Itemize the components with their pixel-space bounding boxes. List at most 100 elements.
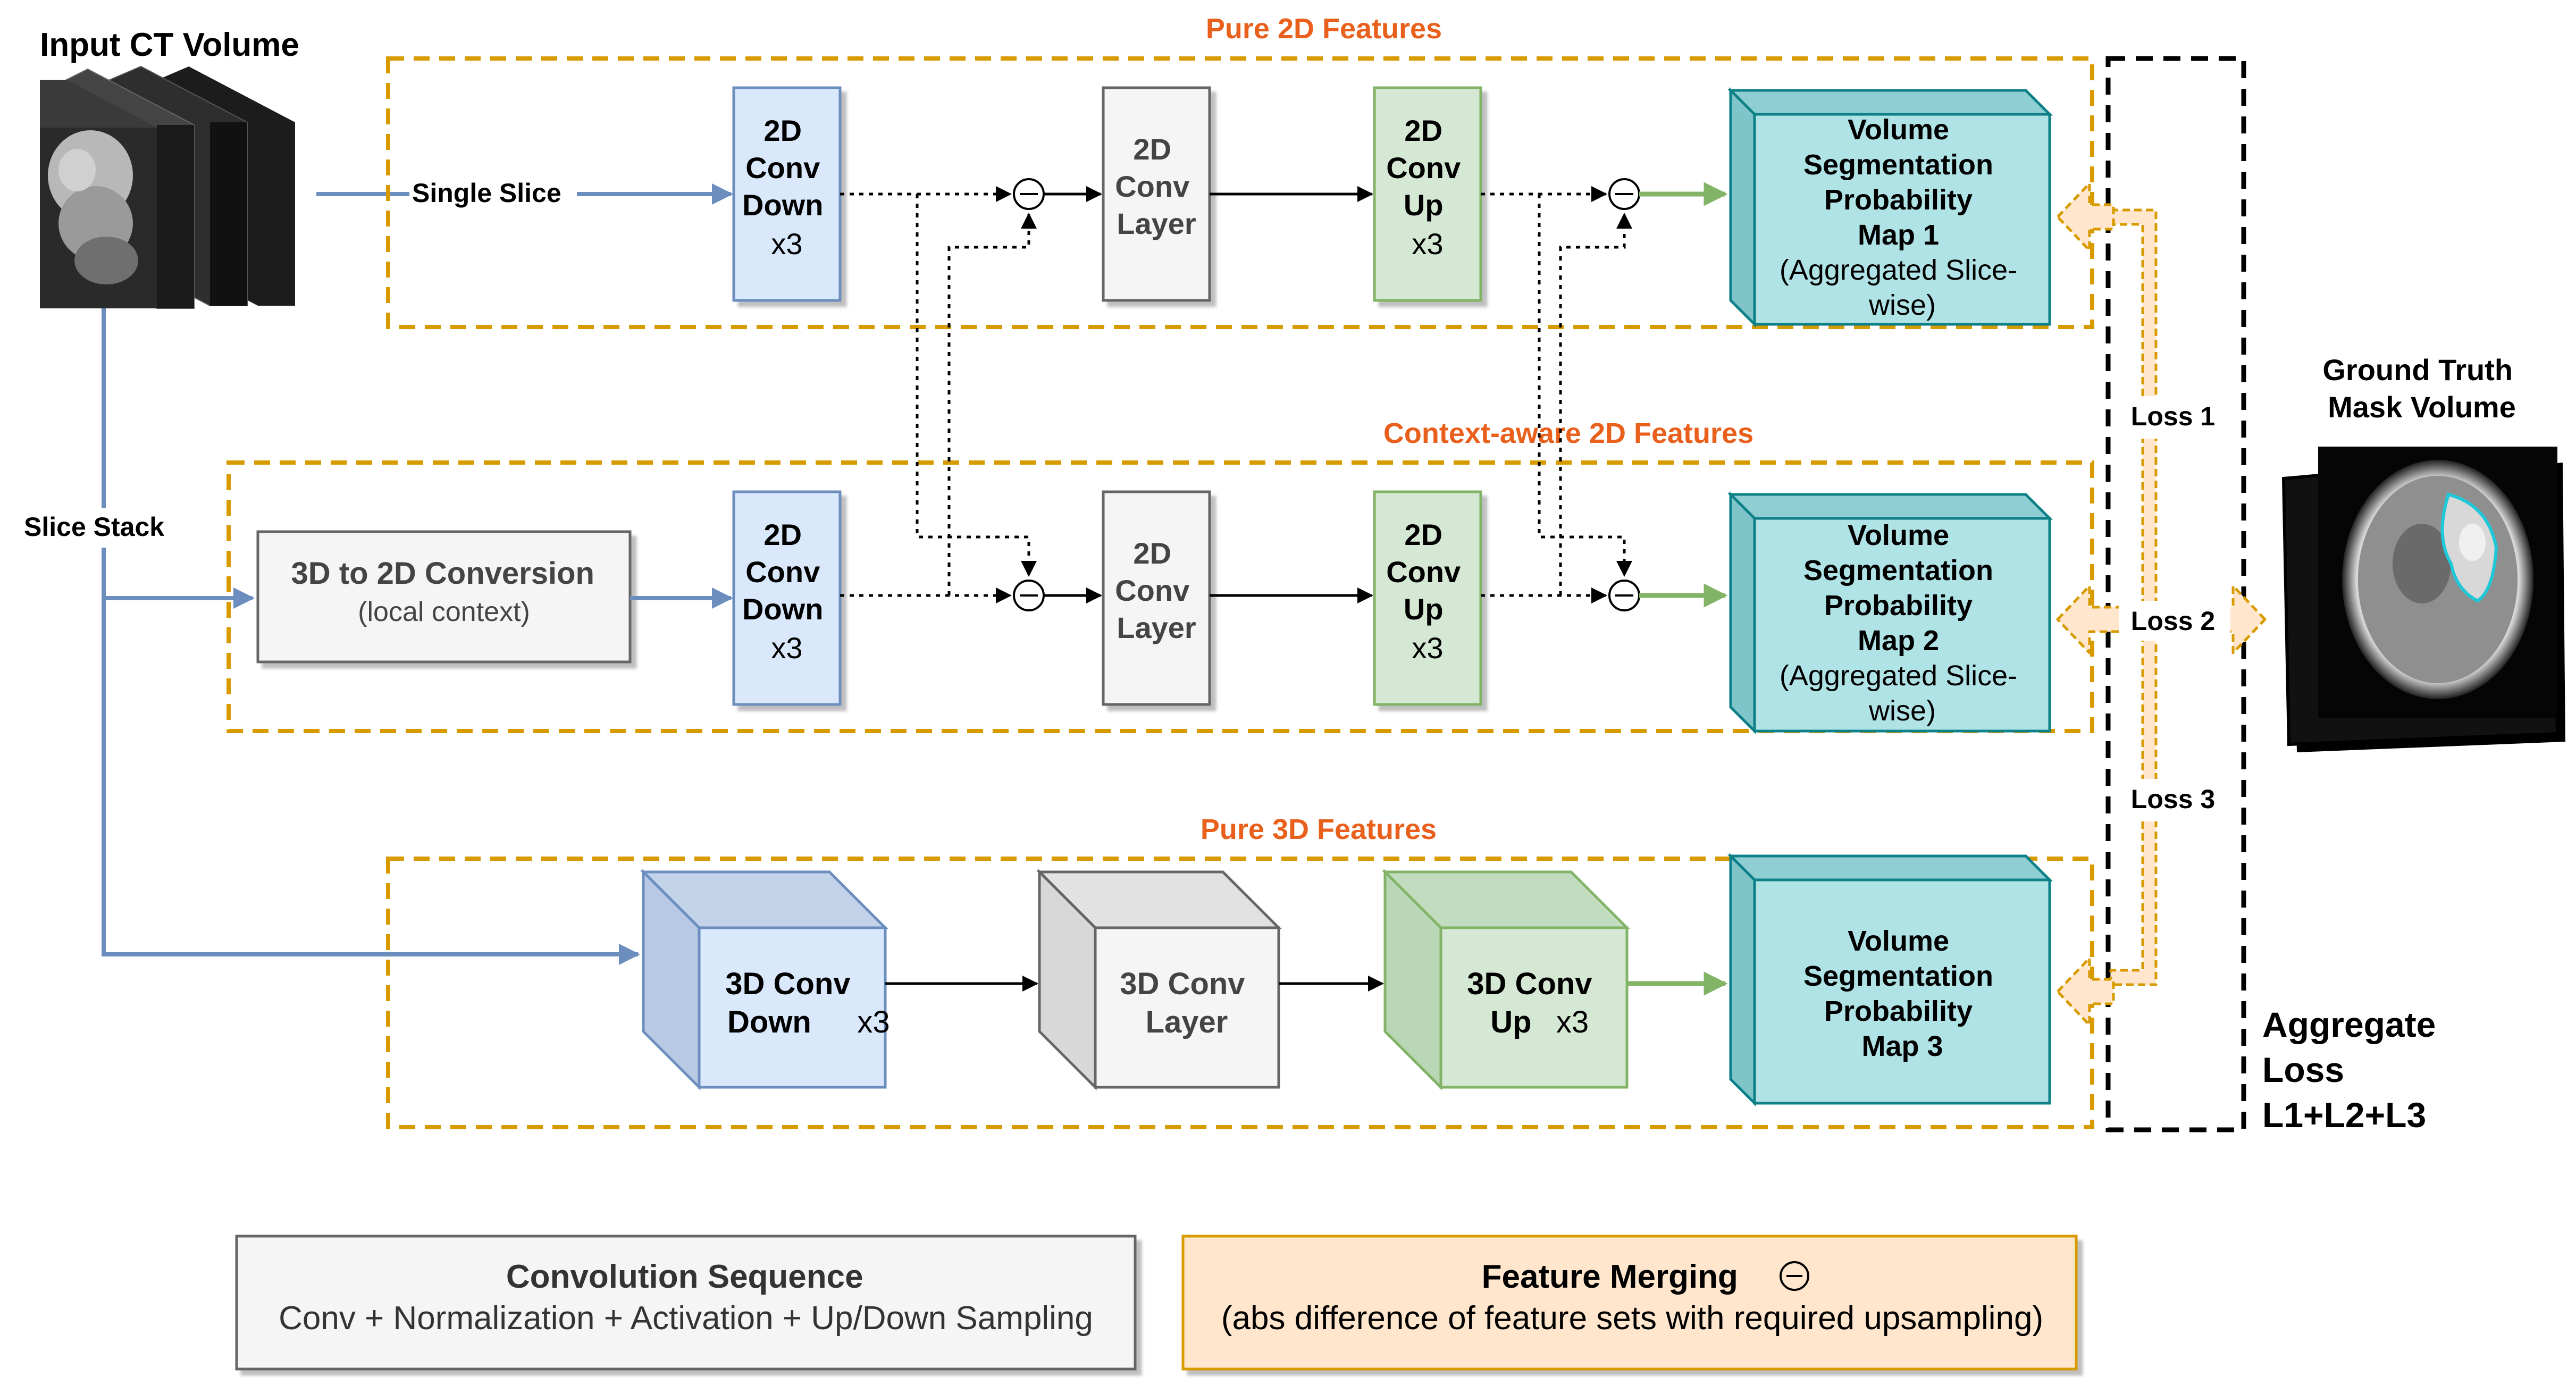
section-pure-3d-title: Pure 3D Features [1201, 813, 1437, 845]
row1-up-l1: 2D [1404, 114, 1442, 147]
gt-title-l1: Ground Truth [2322, 353, 2513, 387]
svg-text:3D Conv Up x3: 3D Conv Up x3 [1467, 967, 1600, 1039]
svg-text:2D Conv Layer: 2D Conv Layer [1115, 132, 1198, 240]
row1-down-l3: Down [742, 188, 823, 222]
row2-down-l3: Down [742, 592, 823, 626]
row2-down-l2: Conv [745, 555, 820, 589]
svg-text:Volume Segmentation Pr: Volume Segmentation Probability Map 3 [1803, 925, 2001, 1062]
row2-up-l2: Conv [1386, 555, 1461, 589]
row2-conv2d-layer [1102, 490, 1211, 706]
legend-convolution [235, 1235, 1137, 1371]
row1-down-l4: x3 [771, 227, 802, 261]
loss-3-label: Loss 3 [2131, 784, 2215, 814]
svg-text:2D Conv Down x3: 2D Conv Down x3 [742, 114, 832, 261]
conv3d-up-l3: x3 [1556, 1005, 1589, 1039]
cross-row-connections [916, 194, 1632, 595]
svg-text:3D to 2D Conversion (local: 3D to 2D Conversion (local context) [291, 556, 597, 627]
row1-down-l1: 2D [763, 114, 802, 147]
legend-conv-desc: Conv + Normalization + Activation + Up/D… [279, 1300, 1093, 1337]
svg-text:2D Conv Layer: 2D Conv Layer [1115, 536, 1198, 644]
svg-text:Aggregate Loss L1+L2+L: Aggregate Loss L1+L2+L3 [2262, 1005, 2446, 1135]
row2-up-l4: x3 [1412, 631, 1443, 665]
svg-text:Convolution Sequence Conv: Convolution Sequence Conv + Normalizatio… [279, 1258, 1093, 1337]
row2-up-l3: Up [1404, 592, 1444, 626]
row1-up-l3: Up [1404, 188, 1444, 222]
row1-layer-l2: Conv [1115, 170, 1189, 203]
row1-up-l4: x3 [1412, 227, 1443, 261]
conv3d-up-l2: Up [1490, 1005, 1531, 1039]
map3-l2: Segmentation [1803, 960, 1993, 992]
svg-text:Ground Truth Mask Volume: Ground Truth Mask Volume [2322, 353, 2521, 424]
map1-l3: Probability [1824, 184, 1973, 216]
row1-conv2d-down [732, 86, 842, 302]
aggregate-loss-box [2105, 56, 2246, 1132]
section-pure-2d-title: Pure 2D Features [1206, 13, 1442, 45]
row1-layer-l3: Layer [1117, 207, 1196, 240]
conv3d-down-cube [640, 868, 889, 1091]
gt-title-l2: Mask Volume [2328, 390, 2516, 424]
row2-layer-l2: Conv [1115, 574, 1189, 607]
map2-l2: Segmentation [1803, 555, 1993, 586]
conv3d-up-l1: 3D Conv [1467, 967, 1592, 1001]
map2-l3: Probability [1824, 590, 1973, 622]
conv3d-down-l3: x3 [857, 1005, 890, 1039]
conv3d-up-cube [1381, 868, 1631, 1091]
row1-layer-l1: 2D [1133, 132, 1171, 166]
conv3d-layer-l1: 3D Conv [1120, 967, 1245, 1001]
ground-truth-mask-image [2281, 447, 2565, 752]
row1-up-l2: Conv [1386, 151, 1461, 184]
output-map-2 [1727, 491, 2053, 735]
single-slice-label: Single Slice [412, 178, 561, 208]
row2-layer-l1: 2D [1133, 536, 1171, 570]
row1-down-l2: Conv [745, 151, 820, 184]
map1-l6: wise) [1868, 289, 1936, 321]
map3-l4: Map 3 [1861, 1030, 1943, 1062]
map2-l5: (Aggregated Slice- [1780, 660, 2017, 692]
legend-feature-merging [1181, 1235, 2078, 1371]
svg-text:Volume Segmentation Pr: Volume Segmentation Probability Map 2 (A… [1780, 519, 2025, 727]
svg-text:3D Conv Down x3: 3D Conv Down x3 [725, 967, 890, 1039]
svg-text:Feature Merging (abs diffe: Feature Merging (abs difference of featu… [1221, 1258, 2043, 1337]
loss-2-label: Loss 2 [2131, 606, 2215, 636]
aggregate-l3: L1+L2+L3 [2262, 1095, 2426, 1135]
map1-l1: Volume [1848, 114, 1949, 146]
output-map-3 [1727, 852, 2053, 1107]
section-context-2d [226, 460, 2094, 733]
map1-l5: (Aggregated Slice- [1780, 254, 2017, 286]
row2-up-l1: 2D [1404, 518, 1442, 551]
conv3d-layer-l2: Layer [1146, 1005, 1228, 1039]
map3-l1: Volume [1848, 925, 1949, 957]
map2-l6: wise) [1868, 695, 1936, 727]
legend-merge-desc: (abs difference of feature sets with req… [1221, 1300, 2043, 1337]
svg-text:3D Conv Layer: 3D Conv Layer [1120, 967, 1253, 1039]
map2-l1: Volume [1848, 519, 1949, 551]
legend-conv-title: Convolution Sequence [506, 1258, 863, 1295]
section-pure-2d [386, 56, 2094, 329]
svg-text:2D Conv Down x3: 2D Conv Down x3 [742, 518, 832, 665]
row2-conv2d-up [1373, 490, 1482, 706]
ct-volume-image [40, 65, 295, 309]
conversion-subtitle: (local context) [358, 597, 530, 627]
row1-conv2d-up [1373, 86, 1482, 302]
section-context-2d-title: Context-aware 2D Features [1383, 417, 1753, 449]
row2-layer-l3: Layer [1117, 611, 1196, 644]
legend-merge-title: Feature Merging [1482, 1258, 1738, 1295]
svg-text:2D Conv Up x3: 2D Conv Up x3 [1386, 114, 1469, 261]
conversion-block [256, 530, 632, 664]
output-map-1 [1727, 87, 2053, 328]
aggregate-l2: Loss [2262, 1050, 2344, 1089]
row2-down-l1: 2D [763, 518, 802, 551]
loss-1-label: Loss 1 [2131, 401, 2215, 431]
row2-down-l4: x3 [771, 631, 802, 665]
map1-l2: Segmentation [1803, 149, 1993, 181]
conv3d-down-l2: Down [727, 1005, 811, 1039]
map3-l3: Probability [1824, 995, 1973, 1027]
conversion-title: 3D to 2D Conversion [291, 556, 594, 591]
row2-conv2d-down [732, 490, 842, 706]
input-title: Input CT Volume [40, 27, 299, 63]
conv3d-down-l1: 3D Conv [725, 967, 850, 1001]
svg-text:2D Conv Up x3: 2D Conv Up x3 [1386, 518, 1469, 665]
map2-l4: Map 2 [1858, 625, 1939, 657]
slice-stack-label: Slice Stack [24, 512, 164, 542]
row1-conv2d-layer [1102, 86, 1211, 302]
